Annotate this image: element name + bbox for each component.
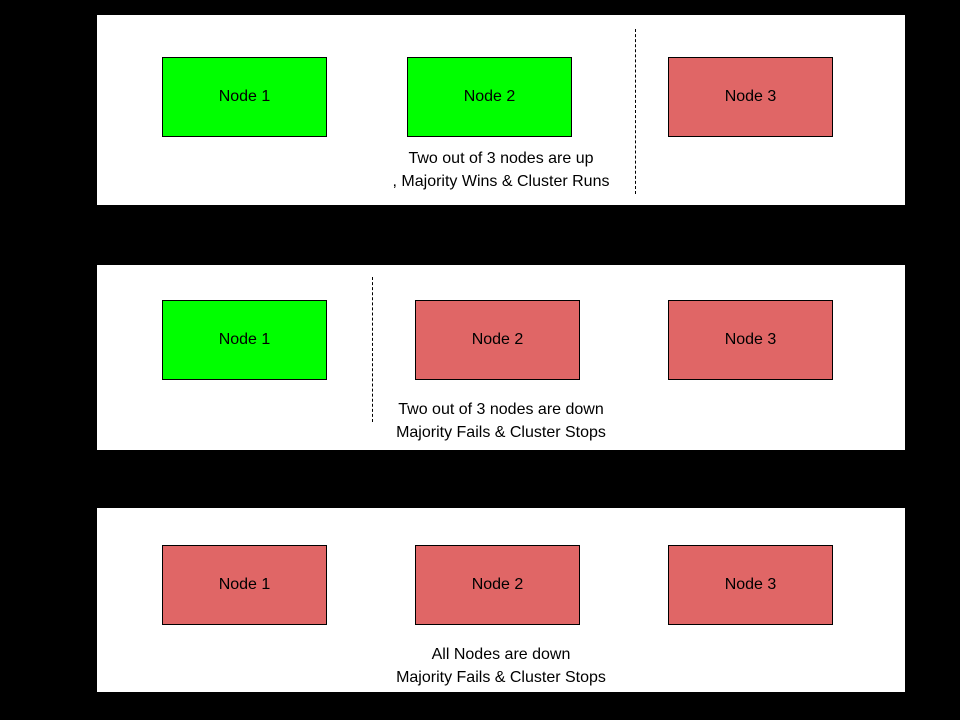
scenario-panel-majority-down: Node 1 Node 2 Node 3 Two out of 3 nodes … xyxy=(97,265,905,450)
node-1-box: Node 1 xyxy=(162,545,327,625)
node-3-box: Node 3 xyxy=(668,57,833,137)
caption-line-1: Two out of 3 nodes are up xyxy=(408,150,594,167)
panel-caption: All Nodes are down Majority Fails & Clus… xyxy=(97,643,905,689)
scenario-panel-majority-up: Node 1 Node 2 Node 3 Two out of 3 nodes … xyxy=(97,15,905,205)
caption-line-1: All Nodes are down xyxy=(431,646,571,663)
node-1-label: Node 1 xyxy=(218,88,271,105)
node-2-label: Node 2 xyxy=(463,88,516,105)
caption-line-1: Two out of 3 nodes are down xyxy=(398,401,604,418)
node-1-box: Node 1 xyxy=(162,57,327,137)
node-1-label: Node 1 xyxy=(218,331,271,348)
node-2-box: Node 2 xyxy=(415,300,580,380)
caption-line-2: Majority Fails & Cluster Stops xyxy=(396,669,606,686)
node-2-box: Node 2 xyxy=(407,57,572,137)
network-partition-divider-line xyxy=(372,277,373,422)
node-3-box: Node 3 xyxy=(668,545,833,625)
node-1-box: Node 1 xyxy=(162,300,327,380)
node-1-label: Node 1 xyxy=(218,576,271,593)
network-partition-divider-line xyxy=(635,29,636,194)
caption-line-2: , Majority Wins & Cluster Runs xyxy=(392,173,610,190)
caption-line-2: Majority Fails & Cluster Stops xyxy=(396,424,606,441)
node-3-label: Node 3 xyxy=(724,88,777,105)
panel-caption: Two out of 3 nodes are up , Majority Win… xyxy=(97,147,905,193)
panel-caption: Two out of 3 nodes are down Majority Fai… xyxy=(97,398,905,444)
node-3-label: Node 3 xyxy=(724,331,777,348)
scenario-panel-all-down: Node 1 Node 2 Node 3 All Nodes are down … xyxy=(97,508,905,692)
node-3-label: Node 3 xyxy=(724,576,777,593)
node-3-box: Node 3 xyxy=(668,300,833,380)
node-2-label: Node 2 xyxy=(471,331,524,348)
node-2-label: Node 2 xyxy=(471,576,524,593)
node-2-box: Node 2 xyxy=(415,545,580,625)
